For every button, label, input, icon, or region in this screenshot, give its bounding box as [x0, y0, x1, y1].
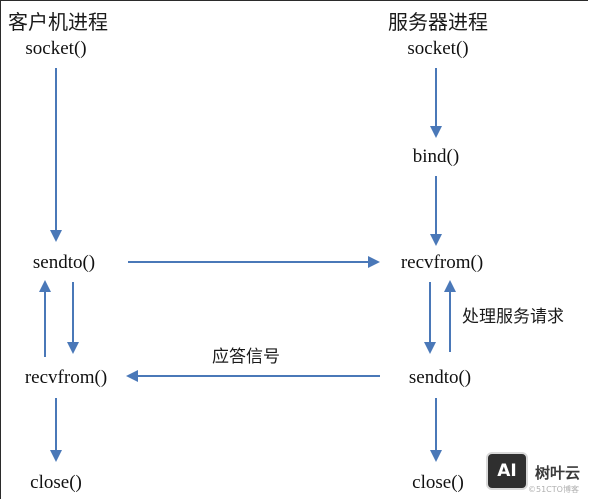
process-request-label: 处理服务请求: [462, 307, 564, 327]
ai-logo-icon: AI: [486, 452, 528, 490]
watermark-text: ©51CTO博客: [528, 485, 579, 494]
server-close-node: close(): [412, 472, 464, 493]
server-bind-node: bind(): [412, 146, 460, 167]
client-close-node: close(): [30, 472, 82, 493]
client-process-title: 客户机进程: [8, 10, 108, 34]
server-sendto-node: sendto(): [408, 367, 472, 388]
server-recvfrom-node: recvfrom(): [400, 252, 484, 273]
client-recvfrom-node: recvfrom(): [24, 367, 108, 388]
client-socket-node: socket(): [25, 38, 87, 59]
client-sendto-node: sendto(): [32, 252, 96, 273]
server-socket-node: socket(): [407, 38, 469, 59]
server-process-title: 服务器进程: [388, 10, 488, 34]
brand-label: 树叶云: [535, 464, 581, 482]
reply-signal-label: 应答信号: [212, 347, 280, 367]
